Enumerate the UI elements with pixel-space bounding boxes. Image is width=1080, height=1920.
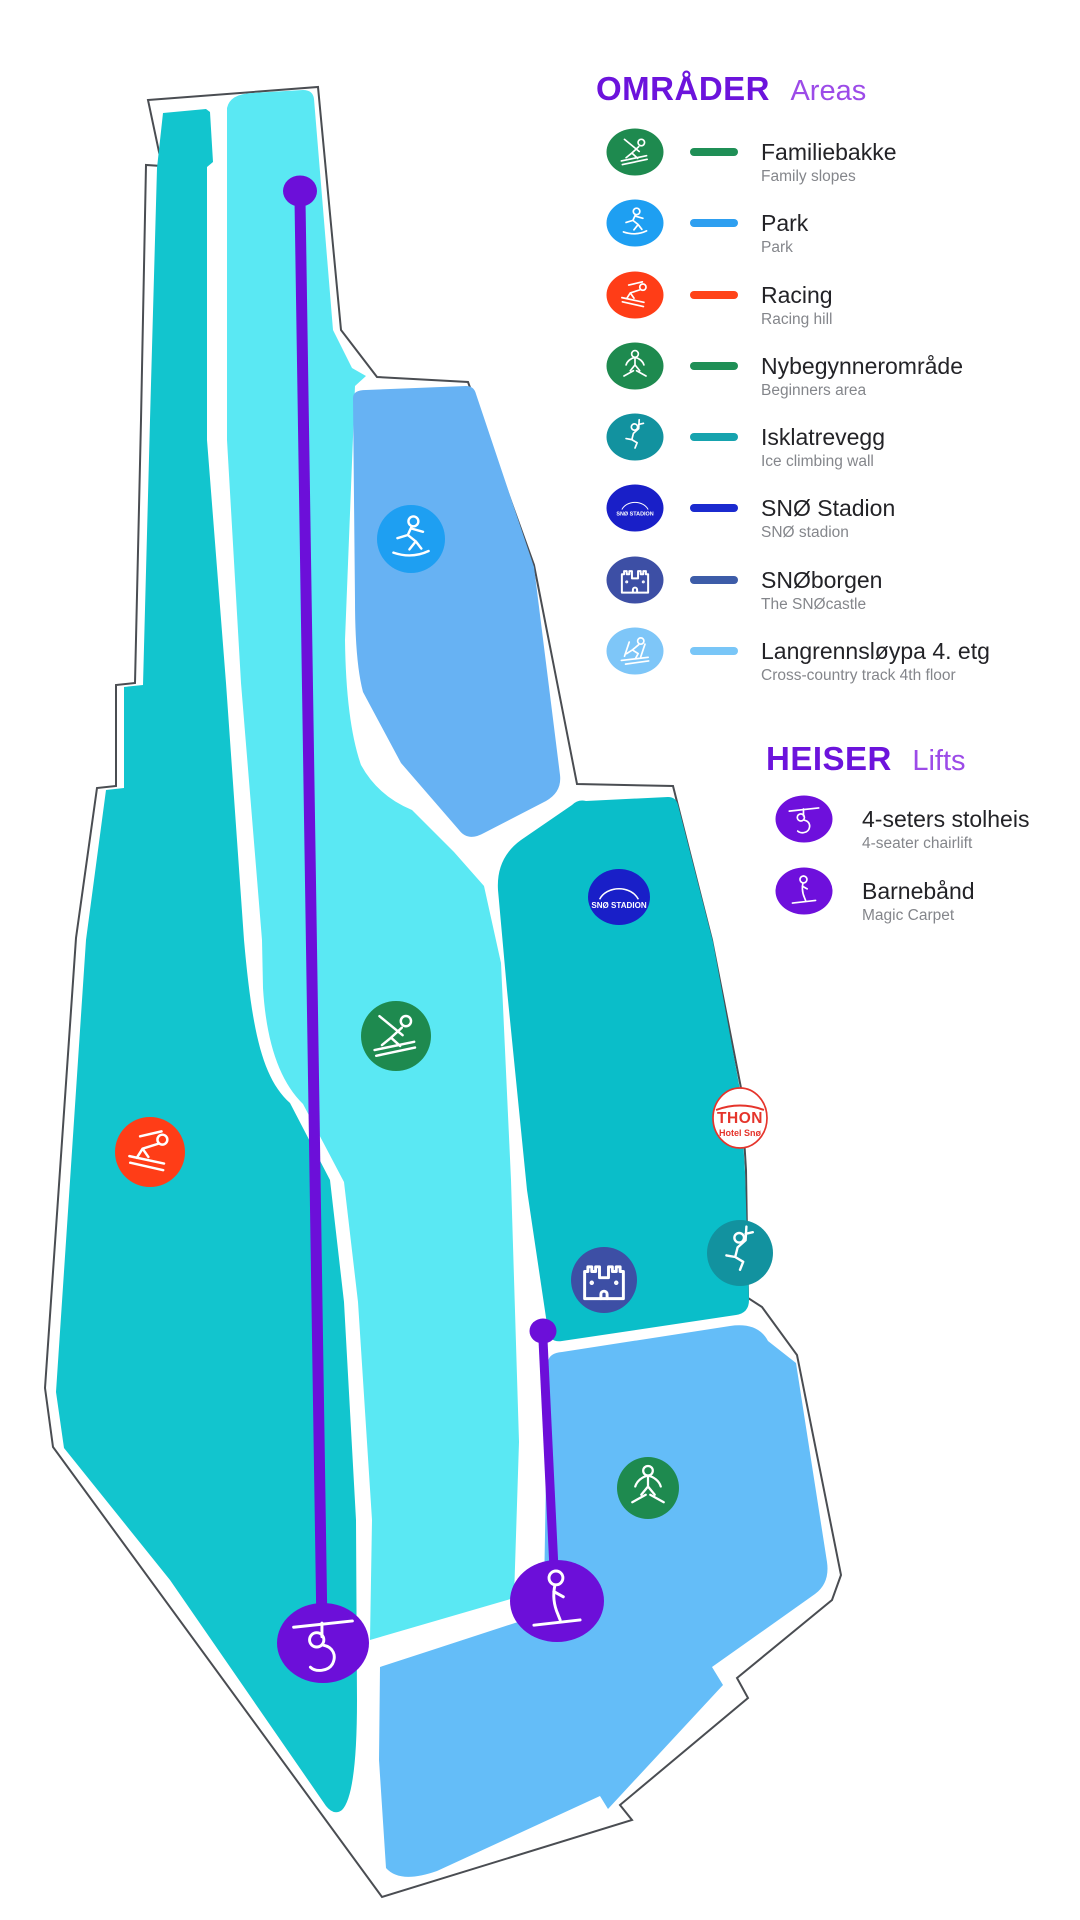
area-label: SNØ Stadion <box>761 495 896 521</box>
area-sublabel: The SNØcastle <box>761 596 867 614</box>
map-marker-sno-stadion: SNØ STADION <box>588 869 650 925</box>
thon-hotel-logo: THON Hotel Snø <box>712 1087 768 1149</box>
lifts-legend-header: HEISER Lifts <box>766 740 966 778</box>
legend-area-snoborgen: SNØborgen The SNØcastle <box>606 552 883 613</box>
cross-country-skier-icon <box>606 627 664 675</box>
area-color-swatch <box>690 362 738 370</box>
alpine-skier-icon <box>606 128 664 176</box>
chairlift-cable-line <box>294 199 328 1631</box>
map-marker-ice-climbing <box>707 1220 773 1286</box>
areas-header-norwegian: OMRÅDER <box>596 70 770 107</box>
legend-area-isklatrevegg: Isklatrevegg Ice climbing wall <box>606 409 886 470</box>
area-label: SNØborgen <box>761 567 883 593</box>
alpine-skier-icon <box>373 1014 417 1058</box>
lift-label: Barnebånd <box>862 878 975 904</box>
area-color-swatch <box>690 291 738 299</box>
region-park <box>353 386 561 837</box>
lift-magic-carpet <box>510 1318 604 1642</box>
legend-area-sno-stadion: SNØ STADION SNØ Stadion SNØ stadion <box>606 480 896 541</box>
castle-icon <box>606 556 664 604</box>
downhill-racer-icon <box>606 271 664 319</box>
legend-area-familiebakke: Familiebakke Family slopes <box>606 124 897 185</box>
map-marker-park <box>377 505 445 573</box>
chairlift-top-station-dot <box>283 175 317 207</box>
magic-carpet-top-dot <box>529 1318 557 1344</box>
area-color-swatch <box>690 576 738 584</box>
area-label: Racing <box>761 282 833 308</box>
castle-icon <box>583 1265 625 1301</box>
area-color-swatch <box>690 504 738 512</box>
legend-area-park: Park Park <box>606 195 809 256</box>
areas-header-english: Areas <box>790 75 867 107</box>
map-marker-beginners <box>617 1457 679 1519</box>
area-color-swatch <box>690 433 738 441</box>
area-label: Nybegynnerområde <box>761 353 964 379</box>
area-label: Park <box>761 210 809 236</box>
lift-sublabel: Magic Carpet <box>862 907 955 925</box>
area-color-swatch <box>690 219 738 227</box>
stadium-icon: SNØ STADION <box>606 484 664 532</box>
thon-logo-subtext: Hotel Snø <box>719 1128 762 1138</box>
area-color-swatch <box>690 148 738 156</box>
area-sublabel: SNØ stadion <box>761 524 849 542</box>
ice-climber-icon <box>725 1225 755 1272</box>
lift-chairlift <box>277 175 369 1683</box>
area-label: Familiebakke <box>761 139 897 165</box>
area-sublabel: Family slopes <box>761 168 856 186</box>
areas-legend-header: OMRÅDER Areas <box>596 70 866 108</box>
legend-area-nybegynneromrade: Nybegynnerområde Beginners area <box>606 338 964 399</box>
chairlift-icon <box>775 795 833 843</box>
chairlift-icon <box>277 1603 369 1683</box>
lifts-header-norwegian: HEISER <box>766 740 892 777</box>
lifts-header-english: Lifts <box>912 745 966 777</box>
beginner-skier-icon <box>606 342 664 390</box>
svg-text:SNØ STADION: SNØ STADION <box>616 511 653 517</box>
downhill-racer-icon <box>128 1130 169 1172</box>
magic-carpet-icon <box>510 1560 604 1642</box>
stadium-icon: SNØ STADION <box>591 888 647 910</box>
lift-label: 4-seters stolheis <box>862 806 1030 832</box>
legend-area-langrennsloypa: Langrennsløypa 4. etg Cross-country trac… <box>606 623 990 684</box>
map-marker-snoborgen <box>571 1247 637 1313</box>
map-marker-family-slopes <box>361 1001 431 1071</box>
legend-lift-chairlift: 4-seters stolheis 4-seater chairlift <box>775 791 1030 852</box>
snowboarder-icon <box>606 199 664 247</box>
thon-logo-arc <box>715 1104 765 1111</box>
area-label: Isklatrevegg <box>761 424 886 450</box>
region-sno-stadion <box>497 797 749 1342</box>
region-family-slopes <box>56 109 357 1813</box>
thon-logo-text: THON <box>717 1110 763 1127</box>
ice-climber-icon <box>606 413 664 461</box>
magic-carpet-line <box>538 1339 560 1591</box>
area-sublabel: Racing hill <box>761 311 833 329</box>
magic-carpet-icon <box>775 867 833 915</box>
legend-lift-barneband: Barnebånd Magic Carpet <box>775 863 975 924</box>
area-sublabel: Beginners area <box>761 382 867 400</box>
svg-text:SNØ STADION: SNØ STADION <box>591 901 646 910</box>
area-color-swatch <box>690 647 738 655</box>
area-sublabel: Park <box>761 239 793 257</box>
area-label: Langrennsløypa 4. etg <box>761 638 990 664</box>
area-sublabel: Ice climbing wall <box>761 453 874 471</box>
snowboarder-icon <box>392 515 430 557</box>
map-marker-racing <box>115 1117 185 1187</box>
area-sublabel: Cross-country track 4th floor <box>761 667 956 685</box>
beginner-skier-icon <box>631 1464 665 1504</box>
lift-sublabel: 4-seater chairlift <box>862 835 973 853</box>
legend-area-racing: Racing Racing hill <box>606 267 833 328</box>
